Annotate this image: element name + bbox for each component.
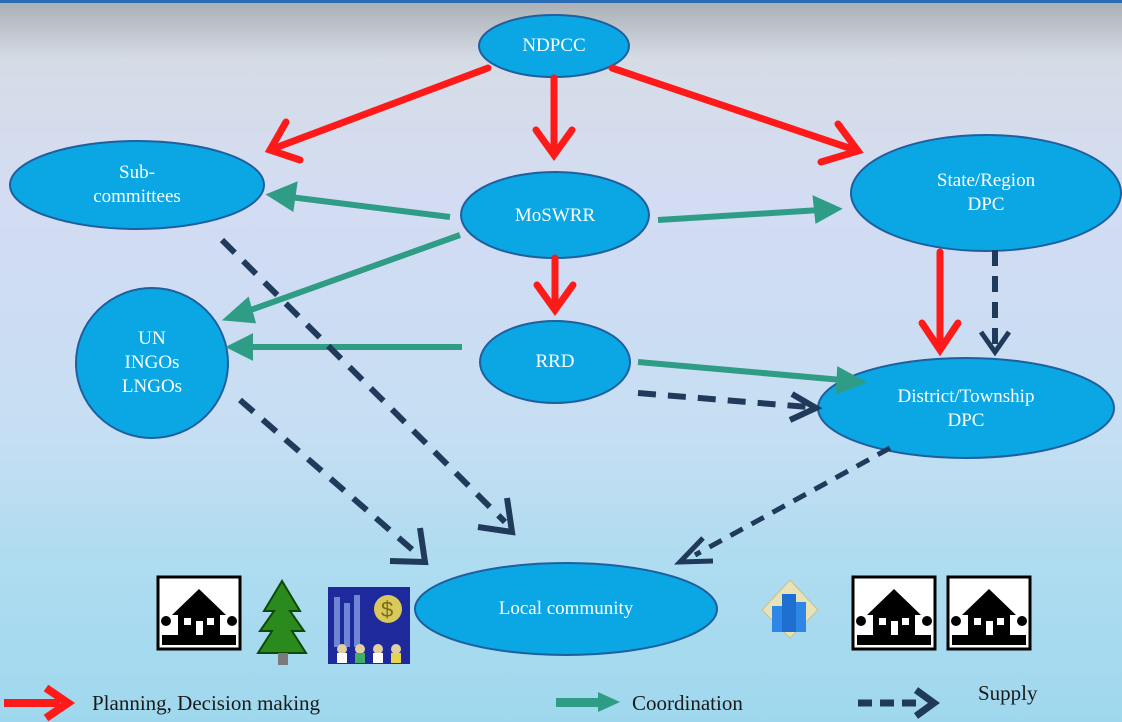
legend-coordination-arrow-icon <box>556 692 620 712</box>
label-district-township: District/Township DPC <box>897 386 1035 431</box>
planning-arrow-state-district <box>918 248 962 357</box>
node-rrd[interactable] <box>479 320 631 404</box>
label-moswrr: MoSWRR <box>514 205 596 226</box>
supply-arrow-state-district <box>978 250 1012 357</box>
planning-arrow-ndpcc-state <box>608 64 864 166</box>
planning-arrow-moswrr-rrd <box>533 254 577 316</box>
pine-tree-icon <box>256 579 308 665</box>
node-state-region[interactable] <box>850 134 1122 252</box>
label-un-ngos: UN INGOs LNGOs <box>121 328 183 397</box>
label-state-region: State/Region DPC <box>936 170 1036 215</box>
coordination-arrow-moswrr-state <box>657 195 843 224</box>
node-local-community[interactable] <box>414 562 718 656</box>
house-icon <box>946 575 1032 651</box>
house-icon <box>851 575 937 651</box>
legend-supply-label: Supply <box>978 681 1038 705</box>
house-icon <box>156 575 242 651</box>
svg-text:$: $ <box>381 597 393 622</box>
coordination-arrow-rrd-un <box>225 333 462 361</box>
supply-arrow-un-local <box>238 397 429 566</box>
node-subcommittees[interactable] <box>9 140 265 230</box>
city-building-icon <box>761 579 819 639</box>
legend-planning-label: Planning, Decision making <box>92 691 321 715</box>
supply-arrow-district-local <box>673 445 892 565</box>
coordination-arrow-rrd-district <box>637 359 868 395</box>
legend-planning-arrow-icon <box>4 684 76 722</box>
people-money-icon: $ <box>328 587 410 664</box>
legend-coordination-label: Coordination <box>632 691 743 715</box>
legend-supply-arrow-icon <box>858 687 940 719</box>
label-rrd: RRD <box>535 351 575 372</box>
planning-arrow-ndpcc-moswrr <box>532 74 576 161</box>
planning-arrow-ndpcc-subcommittees <box>264 64 492 164</box>
label-ndpcc: NDPCC <box>522 35 586 56</box>
coordination-arrow-moswrr-un <box>221 232 462 324</box>
node-un-ngos[interactable] <box>75 287 229 439</box>
label-local-community: Local community <box>498 598 634 619</box>
supply-arrow-subcommittees-local <box>219 237 516 536</box>
top-border <box>0 0 1122 3</box>
supply-arrow-rrd-district <box>637 390 823 423</box>
coordination-arrow-moswrr-subcommittees <box>265 181 451 220</box>
label-subcommittees: Sub- committees <box>93 162 181 207</box>
